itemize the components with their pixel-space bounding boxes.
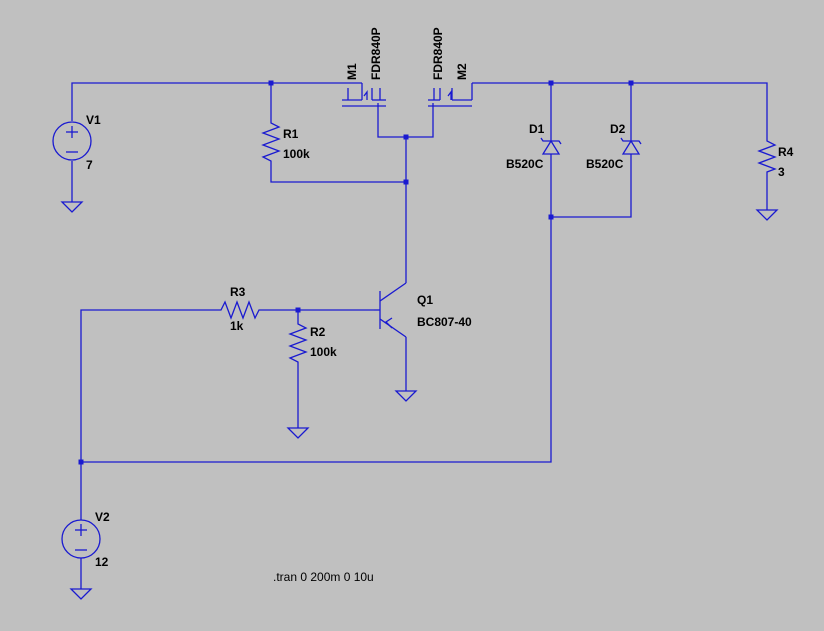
m1-name: M1	[345, 63, 359, 80]
junction-dot	[295, 307, 301, 313]
r3-value: 1k	[230, 319, 244, 333]
ground-icon	[286, 427, 310, 439]
junction-dot	[78, 459, 84, 465]
resistor-icon	[288, 318, 308, 365]
arrow-icon	[447, 90, 452, 100]
v1-value: 7	[86, 158, 93, 172]
spice-directive[interactable]: .tran 0 200m 0 10u	[273, 570, 374, 584]
r1-name: R1	[283, 127, 299, 141]
junction-dot	[268, 80, 274, 86]
wire-v2-left	[80, 309, 215, 520]
r3-name: R3	[230, 285, 246, 299]
m2-name: M2	[455, 63, 469, 80]
v2-value: 12	[95, 555, 109, 569]
m1-model: FDR840P	[369, 27, 383, 80]
resistor-icon	[261, 117, 281, 167]
junctions	[78, 80, 634, 465]
ground-symbols	[60, 201, 779, 600]
transistor-q1[interactable]: Q1 BC807-40	[374, 282, 472, 338]
mosfet-m1[interactable]: M1 FDR840P	[342, 27, 386, 107]
voltage-source-icon	[61, 519, 101, 559]
ground-icon	[755, 209, 779, 221]
diode-icon	[621, 139, 641, 155]
voltage-source-v2[interactable]: V2 12	[61, 510, 110, 569]
d2-model: B520C	[586, 157, 624, 171]
junction-dot	[403, 134, 409, 140]
junction-dot	[548, 80, 554, 86]
resistor-r3[interactable]: R3 1k	[215, 285, 262, 333]
q1-name: Q1	[417, 293, 433, 307]
r2-value: 100k	[310, 345, 337, 359]
arrow-icon	[363, 90, 368, 100]
wire-r1-bottom	[270, 167, 406, 183]
d1-name: D1	[529, 122, 545, 136]
wires	[71, 82, 768, 589]
junction-dot	[548, 214, 554, 220]
d1-model: B520C	[506, 157, 544, 171]
arrow-icon	[384, 317, 393, 329]
wire-mosfet-sources	[377, 103, 434, 138]
voltage-source-v1[interactable]: V1 7	[52, 113, 101, 172]
wire-d1-bottom	[81, 168, 552, 463]
diode-d2[interactable]: D2 B520C	[586, 122, 642, 171]
r2-name: R2	[310, 325, 326, 339]
r1-value: 100k	[283, 147, 310, 161]
junction-dot	[403, 179, 409, 185]
v2-name: V2	[95, 510, 110, 524]
v1-name: V1	[86, 113, 101, 127]
d2-name: D2	[610, 122, 626, 136]
m2-model: FDR840P	[431, 27, 445, 80]
ground-icon	[69, 588, 93, 600]
junction-dot	[628, 80, 634, 86]
wire-top-right	[472, 82, 768, 135]
mosfet-m2[interactable]: FDR840P M2	[428, 27, 473, 107]
r4-value: 3	[778, 165, 785, 179]
resistor-icon	[215, 300, 262, 320]
resistor-r1[interactable]: R1 100k	[261, 117, 310, 167]
voltage-source-icon	[52, 121, 92, 161]
wire-top-left	[71, 82, 362, 121]
ground-icon	[394, 390, 418, 402]
resistor-r4[interactable]: R4 3	[757, 135, 794, 179]
q1-model: BC807-40	[417, 315, 472, 329]
ground-icon	[60, 201, 84, 213]
resistor-r2[interactable]: R2 100k	[288, 318, 337, 365]
r4-name: R4	[778, 145, 794, 159]
wire-d2-bottom	[551, 168, 632, 218]
resistor-icon	[757, 135, 777, 175]
diode-icon	[541, 139, 561, 155]
diode-d1[interactable]: D1 B520C	[506, 122, 562, 171]
